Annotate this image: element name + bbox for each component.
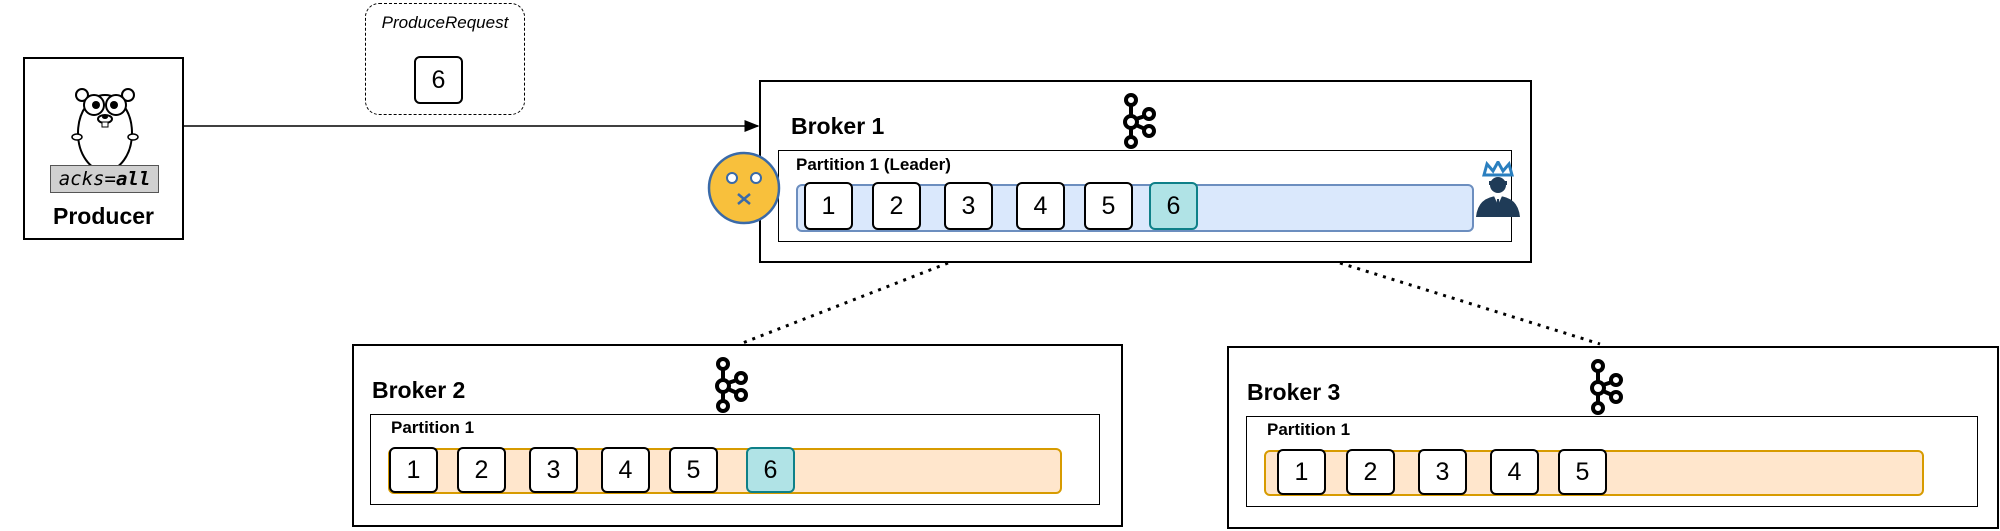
producer-label: Producer — [53, 203, 154, 229]
message-box: 2 — [872, 182, 921, 230]
message-box: 3 — [1418, 449, 1467, 495]
message-box: 2 — [1346, 449, 1395, 495]
broker-title: Broker 2 — [372, 377, 466, 403]
kafka-icon — [710, 356, 750, 414]
kafka-icon — [1585, 358, 1625, 416]
message-box: 4 — [1016, 182, 1065, 230]
message-box: 5 — [669, 447, 718, 493]
leader-crown-icon — [1474, 161, 1522, 219]
message-box: 3 — [529, 447, 578, 493]
replication-link-broker3 — [1339, 261, 1601, 346]
message-box: 1 — [804, 182, 853, 230]
new-message-box: 6 — [1149, 182, 1198, 230]
partition-title: Partition 1 — [391, 418, 475, 437]
message-box: 5 — [1084, 182, 1133, 230]
message-box: 2 — [457, 447, 506, 493]
message-box: 1 — [1277, 449, 1326, 495]
broker-title: Broker 3 — [1247, 379, 1341, 405]
partition: Partition 1 1 2 3 4 5 — [1246, 416, 1978, 507]
produce-request-label: ProduceRequest — [381, 13, 509, 32]
broker-2: Broker 2 Partition 1 1 2 3 4 5 6 — [352, 344, 1123, 527]
broker-3: Broker 3 Partition 1 1 2 3 4 5 — [1227, 346, 1999, 529]
message-box: 3 — [944, 182, 993, 230]
producer-box: acks=all Producer — [23, 57, 184, 240]
partition: Partition 1 1 2 3 4 5 6 — [370, 414, 1100, 505]
message-box: 1 — [389, 447, 438, 493]
dead-face-icon — [706, 150, 782, 226]
produce-request: ProduceRequest 6 — [365, 3, 525, 115]
acks-value: all — [115, 168, 151, 190]
kafka-icon — [1118, 92, 1158, 150]
partition-title: Partition 1 (Leader) — [796, 155, 951, 174]
acks-key: acks= — [58, 168, 116, 190]
gopher-icon — [65, 73, 145, 177]
message-box: 4 — [1490, 449, 1539, 495]
message-box: 5 — [1558, 449, 1607, 495]
broker-title: Broker 1 — [791, 113, 885, 139]
replication-link-broker2 — [739, 261, 949, 346]
partition: Partition 1 (Leader) 1 2 3 4 5 6 — [778, 150, 1520, 242]
message-box: 4 — [601, 447, 650, 493]
partition-title: Partition 1 — [1267, 420, 1351, 439]
broker-1: Broker 1 Partition 1 (Leader) 1 2 3 4 5 … — [759, 80, 1532, 263]
acks-setting: acks=all — [50, 165, 159, 193]
message-box: 6 — [414, 56, 463, 104]
new-message-box: 6 — [746, 447, 795, 493]
